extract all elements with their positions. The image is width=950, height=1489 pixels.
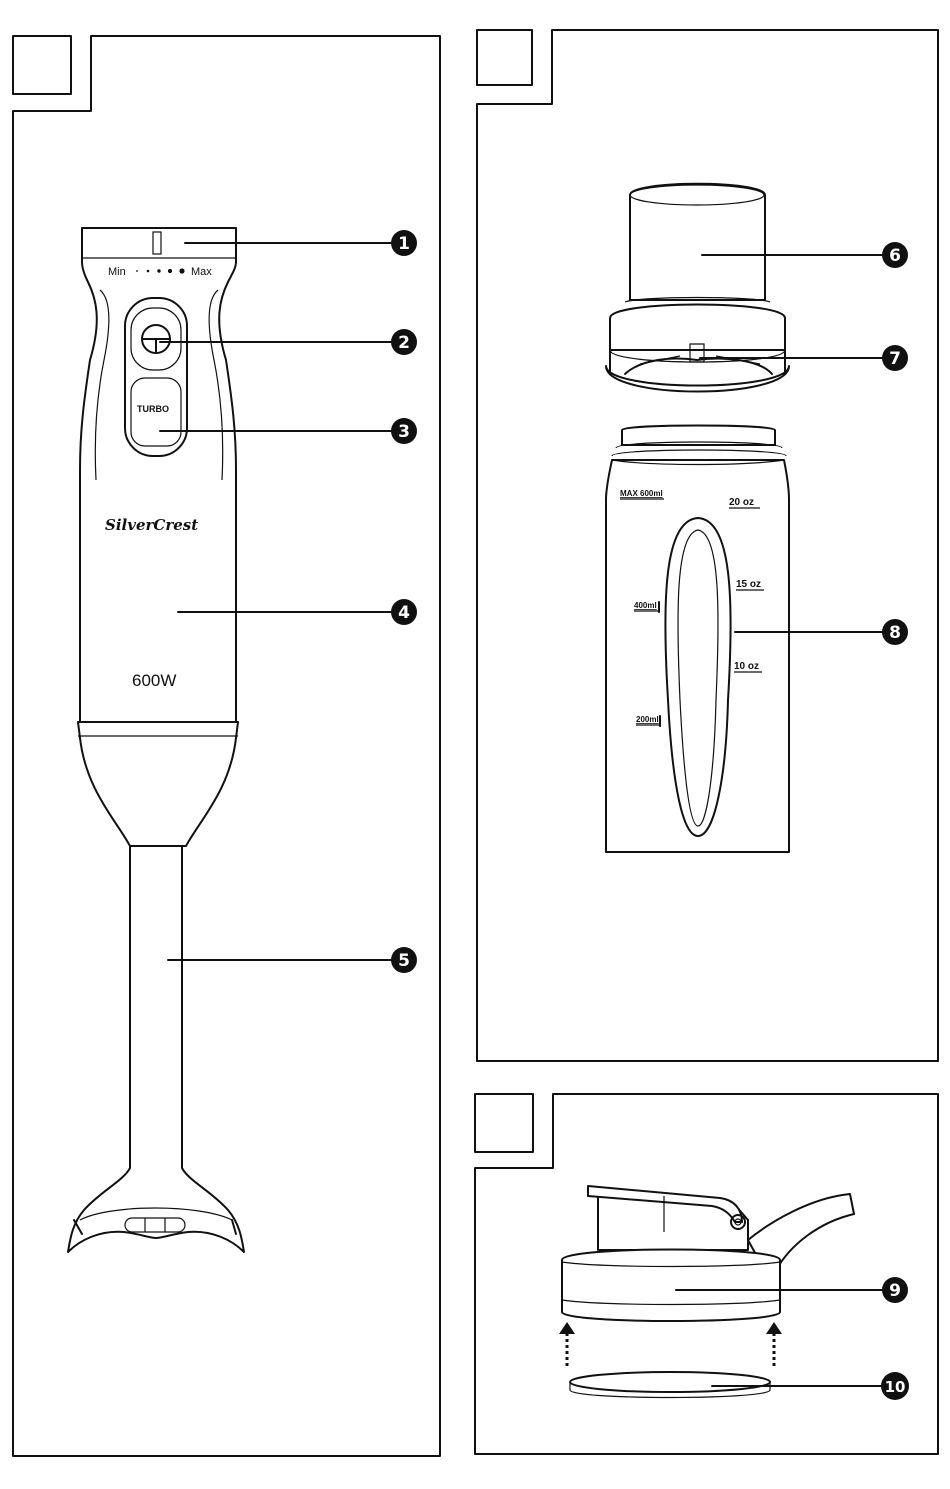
jar-max-label: MAX 600ml	[620, 489, 663, 498]
button-housing	[125, 298, 187, 456]
blender-motor-unit: Min Max TURBO SilverCrest 600W	[80, 228, 236, 722]
sealing-ring	[570, 1372, 770, 1398]
brand-logo: SilverCrest	[105, 516, 198, 534]
svg-text:10: 10	[885, 1378, 906, 1396]
jar-200ml-label: 200ml	[636, 715, 659, 724]
blender-lower-body	[78, 722, 238, 846]
jar-15oz-label: 15 oz	[736, 579, 761, 590]
svg-text:5: 5	[398, 951, 410, 971]
speed-min-label: Min	[108, 266, 126, 278]
jar-20oz-label: 20 oz	[729, 497, 754, 508]
panel-a-label-box	[13, 36, 71, 94]
chopper-jar: MAX 600ml 20 oz 15 oz 400ml 10 oz 200ml	[606, 426, 789, 853]
svg-text:6: 6	[889, 246, 901, 266]
turbo-label: TURBO	[137, 404, 169, 414]
lid-with-lever	[562, 1186, 854, 1321]
jar-400ml-label: 400ml	[634, 601, 657, 610]
svg-text:7: 7	[889, 349, 901, 369]
wattage-label: 600W	[132, 671, 176, 690]
panel-c: 9 10	[475, 1094, 938, 1454]
svg-text:1: 1	[398, 234, 410, 254]
speed-max-label: Max	[191, 266, 212, 278]
svg-text:4: 4	[398, 603, 410, 623]
svg-text:8: 8	[889, 623, 901, 643]
panel-b: MAX 600ml 20 oz 15 oz 400ml 10 oz 200ml …	[477, 30, 938, 1061]
assembly-arrows	[559, 1322, 782, 1366]
svg-text:9: 9	[889, 1281, 901, 1301]
panel-b-label-box	[477, 30, 532, 85]
svg-text:2: 2	[398, 333, 410, 353]
callout-5: 5	[168, 947, 417, 973]
jar-10oz-label: 10 oz	[734, 661, 759, 672]
panel-a: Min Max TURBO SilverCrest 600W	[13, 36, 440, 1456]
blender-shaft	[68, 846, 244, 1252]
panel-c-label-box	[475, 1094, 533, 1152]
svg-text:3: 3	[398, 422, 410, 442]
